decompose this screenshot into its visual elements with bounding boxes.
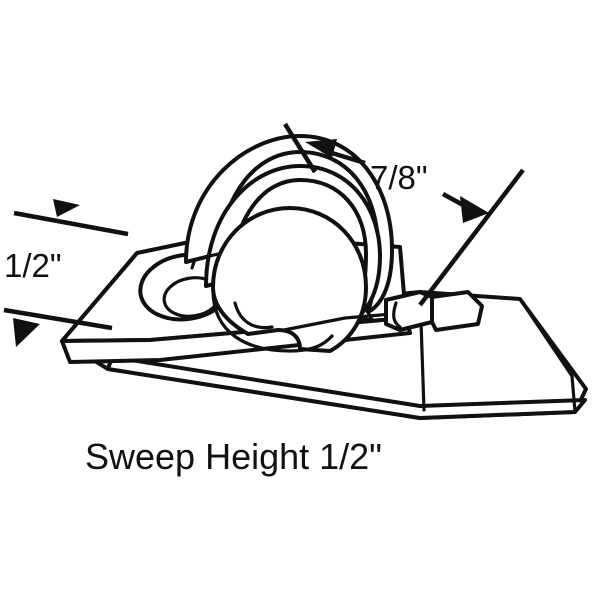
seven-eighths-right-arrowhead-icon bbox=[460, 196, 489, 223]
seven-eighths-right-extension-line bbox=[418, 168, 525, 307]
dimension-label-height: 1/2" bbox=[4, 247, 62, 284]
roller-wheel-body bbox=[211, 206, 368, 353]
caption-sweep-height: Sweep Height 1/2" bbox=[85, 436, 382, 477]
half-inch-lower-arrowhead-icon bbox=[13, 318, 40, 347]
dimension-width-seven-eighths: 7/8" bbox=[283, 122, 525, 307]
dimension-height-half-inch: 1/2" bbox=[3, 199, 129, 347]
roller-wheel bbox=[211, 206, 394, 353]
roller-wheel-hub-arc bbox=[233, 301, 274, 330]
base-plate-left-bevel bbox=[60, 251, 139, 343]
part-geometry-group bbox=[60, 134, 588, 420]
housing-left-foot bbox=[184, 252, 220, 264]
boss-fillet-arc bbox=[392, 301, 402, 329]
roller-wheel-lower-rim bbox=[211, 288, 334, 353]
raised-boss-tab bbox=[384, 290, 484, 332]
half-inch-lower-extension-line bbox=[3, 307, 113, 331]
boss-right-block bbox=[430, 290, 484, 332]
dimension-label-width: 7/8" bbox=[370, 159, 428, 196]
roller-axle-shelf bbox=[282, 312, 394, 332]
half-inch-upper-extension-line bbox=[13, 210, 129, 237]
seven-eighths-left-extension-line bbox=[283, 122, 317, 174]
arm-tip-bevel bbox=[518, 297, 577, 414]
seven-eighths-left-arrowhead-icon bbox=[305, 139, 337, 158]
half-inch-upper-arrowhead-icon bbox=[53, 199, 80, 217]
